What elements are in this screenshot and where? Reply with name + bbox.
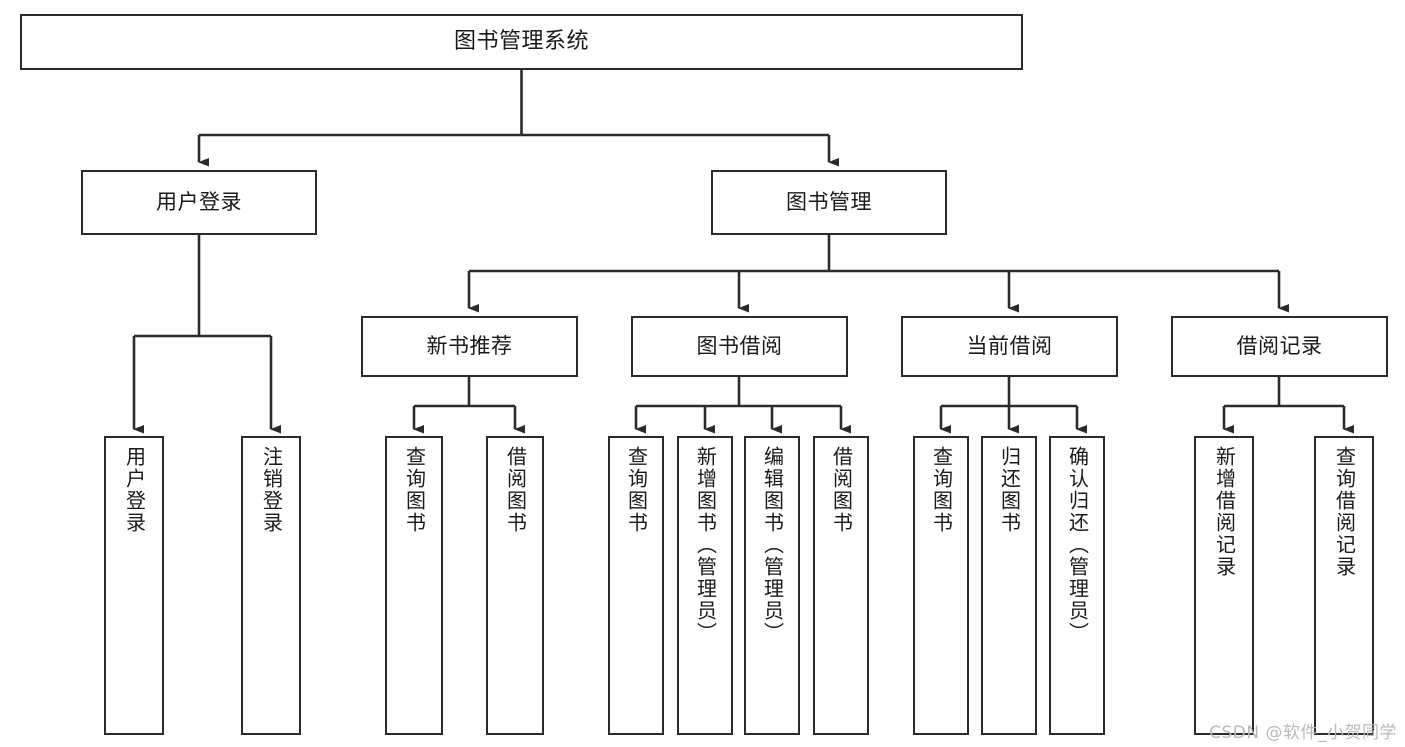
- edges-new-book-to-leaves: [412, 377, 525, 434]
- node-label: 用户登录: [156, 189, 242, 214]
- node-label: 用户登录: [122, 446, 147, 534]
- node-label: 借阅图书: [503, 446, 528, 534]
- leaf-new-book-borrow[interactable]: 借阅图书: [486, 436, 544, 735]
- leaf-new-book-query[interactable]: 查询图书: [385, 436, 443, 735]
- node-label: 查询图书: [929, 446, 954, 534]
- watermark-text: CSDN @软件_小贺同学: [1209, 723, 1397, 743]
- leaf-current-borrow-query[interactable]: 查询图书: [913, 436, 969, 735]
- leaf-book-borrow-borrow[interactable]: 借阅图书: [813, 436, 869, 735]
- node-label: 确认归还（管理员）: [1065, 446, 1090, 644]
- edges-booking-mgmt-to-level3: [467, 235, 1289, 313]
- edges-user-login-to-leaves: [132, 235, 281, 434]
- node-label: 编辑图书（管理员）: [760, 446, 785, 644]
- node-label: 新书推荐: [426, 333, 513, 358]
- leaf-borrow-record-query[interactable]: 查询借阅记录: [1314, 436, 1374, 735]
- node-root-system[interactable]: 图书管理系统: [20, 14, 1023, 70]
- leaf-user-login-logout[interactable]: 注销登录: [241, 436, 301, 735]
- edges-root-to-level2: [197, 70, 839, 167]
- leaf-book-borrow-query[interactable]: 查询图书: [608, 436, 664, 735]
- leaf-book-borrow-edit[interactable]: 编辑图书（管理员）: [744, 436, 800, 735]
- leaf-book-borrow-add[interactable]: 新增图书（管理员）: [677, 436, 733, 735]
- leaf-user-login-login[interactable]: 用户登录: [104, 436, 164, 735]
- node-book-management[interactable]: 图书管理: [711, 170, 947, 235]
- node-label: 新增借阅记录: [1212, 446, 1237, 578]
- edges-current-borrow-to-leaves: [939, 377, 1087, 434]
- node-label: 查询图书: [402, 446, 427, 534]
- leaf-current-borrow-confirm-return[interactable]: 确认归还（管理员）: [1049, 436, 1105, 735]
- node-label: 新增图书（管理员）: [693, 446, 718, 644]
- node-label: 归还图书: [997, 446, 1022, 534]
- node-book-borrow[interactable]: 图书借阅: [631, 316, 848, 377]
- node-label: 当前借阅: [966, 333, 1053, 358]
- node-label: 图书借阅: [696, 333, 783, 358]
- node-label: 借阅图书: [829, 446, 854, 534]
- node-borrow-record[interactable]: 借阅记录: [1171, 316, 1388, 377]
- leaf-current-borrow-return[interactable]: 归还图书: [981, 436, 1037, 735]
- node-user-login[interactable]: 用户登录: [81, 170, 317, 235]
- edges-book-borrow-to-leaves: [634, 377, 851, 434]
- node-label: 借阅记录: [1236, 333, 1323, 358]
- edges-borrow-record-to-leaves: [1222, 377, 1354, 434]
- node-label: 图书管理: [786, 189, 872, 214]
- node-label: 查询借阅记录: [1332, 446, 1357, 578]
- node-current-borrow[interactable]: 当前借阅: [901, 316, 1118, 377]
- node-label: 查询图书: [624, 446, 649, 534]
- leaf-borrow-record-add[interactable]: 新增借阅记录: [1194, 436, 1254, 735]
- node-new-book-recommend[interactable]: 新书推荐: [361, 316, 578, 377]
- node-label: 注销登录: [259, 446, 284, 534]
- node-label: 图书管理系统: [453, 28, 589, 54]
